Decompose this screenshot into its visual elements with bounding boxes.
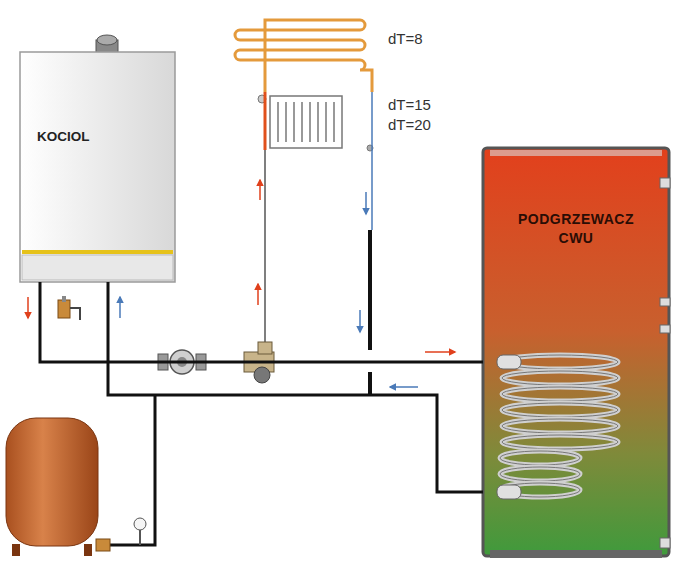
- drawing-part: [502, 419, 618, 433]
- drawing-part: [500, 451, 580, 465]
- drawing-part: [359, 310, 361, 332]
- drawing-part: [62, 296, 66, 302]
- drawing-part: [500, 451, 580, 465]
- drawing-part: [371, 92, 373, 230]
- drawing-part: [483, 148, 669, 556]
- drawing-part: [502, 435, 618, 449]
- drawing-part: [309, 102, 310, 142]
- drawing-part: [12, 544, 20, 556]
- drawing-part: [139, 530, 141, 545]
- drawing-part: [301, 102, 302, 142]
- drawing-part: [660, 538, 670, 548]
- drawing-part: [84, 544, 92, 556]
- safety-valve: [58, 296, 80, 320]
- drawing-part: [97, 35, 117, 45]
- drawing-part: [660, 298, 670, 306]
- drawing-part: [490, 550, 662, 558]
- drawing-part: [264, 150, 266, 350]
- temperature-drop-label: dT=8: [388, 30, 423, 47]
- drawing-part: [502, 403, 618, 417]
- drawing-part: [20, 52, 175, 282]
- drawing-part: [134, 518, 146, 530]
- drawing-part: [497, 355, 521, 369]
- drawing-part: [58, 300, 70, 318]
- drawing-part: [390, 386, 418, 388]
- drawing-part: [96, 539, 110, 551]
- drawing-part: [365, 192, 367, 214]
- drawing-part: [6, 418, 98, 546]
- node-title: KOCIOL: [37, 128, 175, 146]
- drawing-part: [317, 102, 318, 142]
- drawing-part: [22, 250, 173, 254]
- dhw-tank-body: [483, 148, 670, 558]
- drawing-part: [500, 467, 580, 481]
- drawing-part: [368, 230, 372, 350]
- drawing-part: [497, 485, 521, 499]
- drawing-part: [490, 150, 662, 156]
- drawing-part: [502, 387, 618, 401]
- drawing-part: [285, 102, 286, 142]
- drawing-part: [277, 102, 278, 142]
- drawing-part: [235, 20, 372, 92]
- drawing-part: [22, 255, 173, 280]
- drawing-part: [293, 102, 294, 142]
- temperature-drop-label: dT=20: [388, 116, 431, 133]
- expansion-vessel: [6, 418, 146, 556]
- drawing-part: [660, 325, 670, 333]
- drawing-part: [660, 178, 670, 188]
- drawing-part: [500, 467, 580, 481]
- supply-pipe: [40, 282, 483, 362]
- drawing-part: [502, 419, 618, 433]
- boiler-body: [20, 35, 175, 282]
- floor-heating-coil: [235, 20, 372, 92]
- drawing-part: [264, 92, 267, 150]
- drawing-part: [502, 403, 618, 417]
- drawing-part: [502, 435, 618, 449]
- drawing-part: [278, 102, 334, 142]
- drawing-part: [368, 372, 372, 395]
- drawing-part: [325, 102, 326, 142]
- drawing-part: [257, 284, 259, 305]
- drawing-part: [27, 297, 29, 318]
- heating-coil: [497, 355, 618, 499]
- drawing-part: [258, 342, 272, 354]
- drawing-part: [28, 180, 455, 387]
- drawing-part: [119, 297, 121, 318]
- drawing-part: [333, 102, 334, 142]
- return-pipe: [108, 282, 483, 492]
- drawing-part: [502, 371, 618, 385]
- boiler-box: KOCIOL: [20, 52, 175, 282]
- node-title: PODGRZEWACZ CWU: [516, 210, 636, 248]
- drawing-part: [259, 180, 261, 200]
- drawing-part: [425, 351, 455, 353]
- temperature-drop-label: dT=15: [388, 96, 431, 113]
- drawing-part: [502, 387, 618, 401]
- drawing-part: [270, 96, 342, 148]
- drawing-part: [70, 308, 80, 320]
- tank-box: PODGRZEWACZ CWU: [483, 148, 669, 556]
- drawing-part: [502, 371, 618, 385]
- drawing-part: [100, 395, 155, 545]
- drawing-part: [254, 367, 270, 383]
- radiator: [258, 95, 373, 151]
